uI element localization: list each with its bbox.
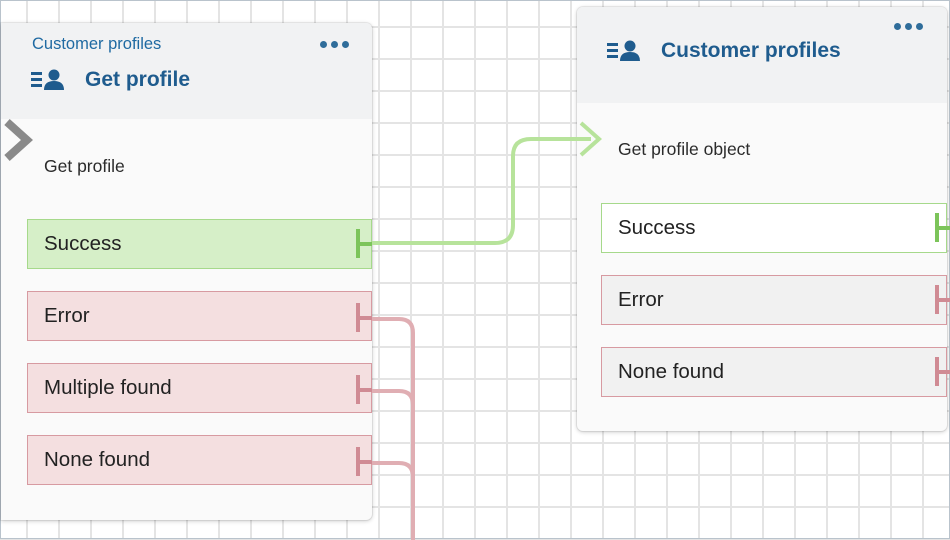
- more-options-icon[interactable]: [894, 17, 927, 34]
- branch-none-found[interactable]: None found: [601, 347, 947, 397]
- branch-error[interactable]: Error: [601, 275, 947, 325]
- input-chevron-icon[interactable]: [1, 118, 35, 162]
- more-options-icon[interactable]: [320, 35, 353, 52]
- block-header: Customer profiles: [577, 7, 947, 103]
- block-description: Get profile: [44, 156, 125, 176]
- block-title: Get profile: [85, 68, 191, 91]
- customer-profiles-block[interactable]: Customer profiles Get profile object Suc…: [577, 7, 947, 431]
- branch-multiple-found[interactable]: Multiple found: [27, 363, 372, 413]
- branch-error[interactable]: Error: [27, 291, 372, 341]
- block-description: Get profile object: [618, 139, 751, 159]
- success-connector[interactable]: [372, 137, 591, 245]
- block-header: Customer profiles Get profile: [1, 23, 372, 119]
- block-title-row: Get profile: [31, 68, 190, 92]
- block-category: Customer profiles: [32, 35, 162, 53]
- block-title: Customer profiles: [661, 39, 841, 62]
- profile-list-icon: [31, 69, 64, 90]
- profile-list-icon: [607, 40, 640, 61]
- branch-success[interactable]: Success: [27, 219, 372, 269]
- multiple-found-connector[interactable]: [372, 389, 415, 406]
- branch-success[interactable]: Success: [601, 203, 947, 253]
- branch-none-found[interactable]: None found: [27, 435, 372, 485]
- block-title-row: Customer profiles: [607, 39, 841, 63]
- error-connector[interactable]: [372, 317, 415, 540]
- none-found-connector[interactable]: [372, 461, 415, 478]
- get-profile-block[interactable]: Customer profiles Get profile Get profil…: [1, 23, 372, 520]
